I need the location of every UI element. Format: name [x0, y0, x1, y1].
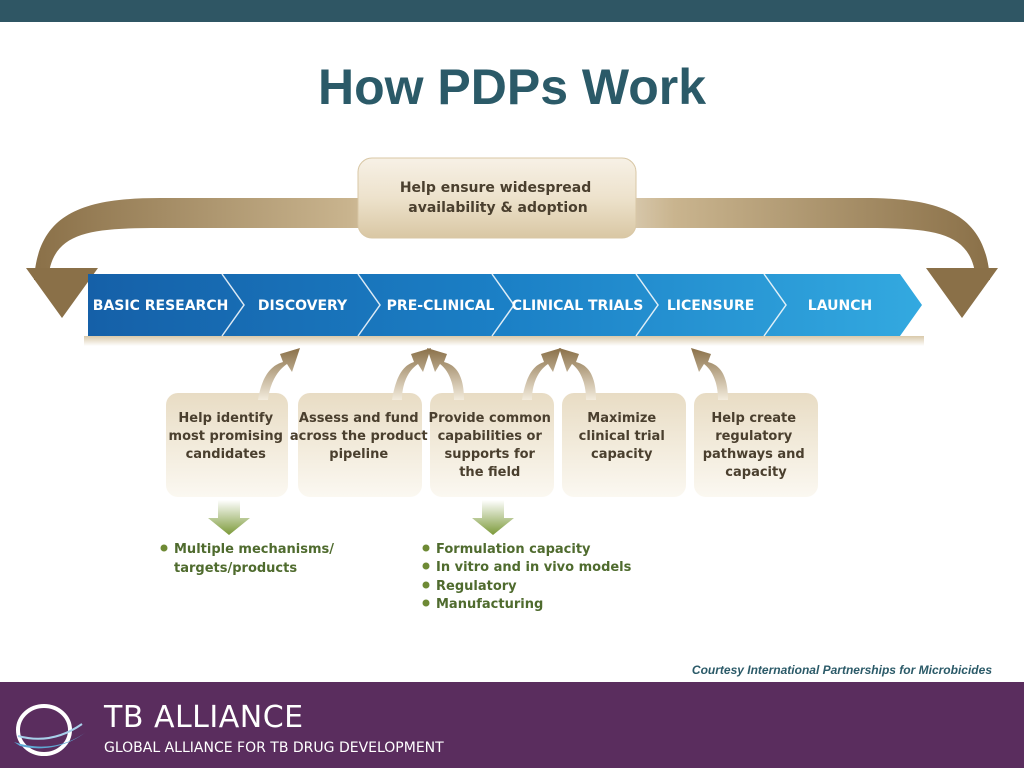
org-subtitle: GLOBAL ALLIANCE FOR TB DRUG DEVELOPMENT — [104, 740, 444, 756]
top-box-line: Help ensure widespread — [400, 180, 591, 196]
stage-pre-clinical: PRE-CLINICAL — [387, 298, 495, 314]
box-assess-line: Assess and fund — [299, 411, 419, 426]
box-regulatory-line: regulatory — [715, 429, 793, 444]
stage-clinical-trials: CLINICAL TRIALS — [512, 298, 644, 314]
top-box-line: availability & adoption — [408, 200, 587, 216]
page-title: How PDPs Work — [317, 59, 707, 115]
stage-discovery: DISCOVERY — [258, 298, 348, 314]
box-maximize-line: clinical trial — [579, 429, 665, 444]
box-assess-line: pipeline — [329, 447, 388, 462]
top-box — [357, 157, 637, 239]
box-identify-line: most promising — [169, 429, 283, 444]
box-maximize-line: capacity — [591, 447, 653, 462]
box-maximize-line: Maximize — [587, 411, 656, 426]
box-maximize — [562, 393, 686, 497]
bar-shadow — [84, 336, 924, 346]
svg-text:Multiple mechanisms/ targe: Multiple mechanisms/ targets/products — [174, 542, 339, 576]
footer-bar: TB ALLIANCE GLOBAL ALLIANCE FOR TB DRUG … — [0, 682, 1024, 768]
svg-text:Help identify most promisi: Help identify most promising candidates … — [169, 411, 810, 480]
green-down-arrow-left — [208, 500, 250, 535]
box-regulatory-line: pathways and — [703, 447, 805, 462]
stage-separators — [221, 273, 787, 337]
bullet-right-line: In vitro and in vivo models — [436, 560, 632, 575]
bullet-dots-right — [422, 544, 430, 607]
top-bar — [0, 0, 1024, 22]
svg-text:Help ensure widespread ava: Help ensure widespread availability & ad… — [400, 180, 596, 216]
stage-licensure: LICENSURE — [667, 298, 754, 314]
box-identify-line: Help identify — [178, 411, 273, 426]
tb-alliance-logo-icon — [14, 704, 86, 756]
bullet-left-line: targets/products — [174, 561, 297, 576]
up-arrows — [258, 348, 728, 400]
box-identify — [166, 393, 288, 497]
arch-arrowhead-left — [26, 268, 98, 318]
box-regulatory — [694, 393, 818, 497]
bullet-right-line: Regulatory — [436, 579, 517, 594]
org-name: TB ALLIANCE — [104, 700, 304, 735]
box-identify-line: candidates — [186, 447, 267, 462]
process-bar — [88, 274, 922, 336]
pdp-diagram: Help ensure widespread availability & ad… — [26, 157, 998, 612]
courtesy-credit: Courtesy International Partnerships for … — [691, 663, 992, 677]
bullet-right-line: Manufacturing — [436, 597, 543, 612]
box-provide-line: capabilities or — [438, 429, 543, 444]
arch-arrowhead-right — [926, 268, 998, 318]
svg-text:BASIC RESEARCH DISCOVERY: BASIC RESEARCH DISCOVERY PRE-CLINICAL CL… — [93, 298, 872, 314]
stage-basic-research: BASIC RESEARCH — [93, 298, 229, 314]
box-provide-line: Provide common — [429, 411, 551, 426]
box-provide — [430, 393, 554, 497]
bullet-right-line: Formulation capacity — [436, 542, 591, 557]
bullet-dot — [160, 544, 168, 552]
box-regulatory-line: capacity — [725, 465, 787, 480]
stage-launch: LAUNCH — [808, 298, 872, 314]
bullet-left-line: Multiple mechanisms/ — [174, 542, 334, 557]
box-provide-line: supports for — [445, 447, 536, 462]
svg-text:Formulation capacity In vi: Formulation capacity In vitro and in viv… — [436, 542, 636, 612]
green-down-arrow-right — [472, 500, 514, 535]
box-assess — [298, 393, 422, 497]
box-assess-line: across the product — [290, 429, 428, 444]
arch-arrow — [34, 198, 990, 280]
box-provide-line: the field — [459, 465, 520, 480]
box-regulatory-line: Help create — [711, 411, 796, 426]
